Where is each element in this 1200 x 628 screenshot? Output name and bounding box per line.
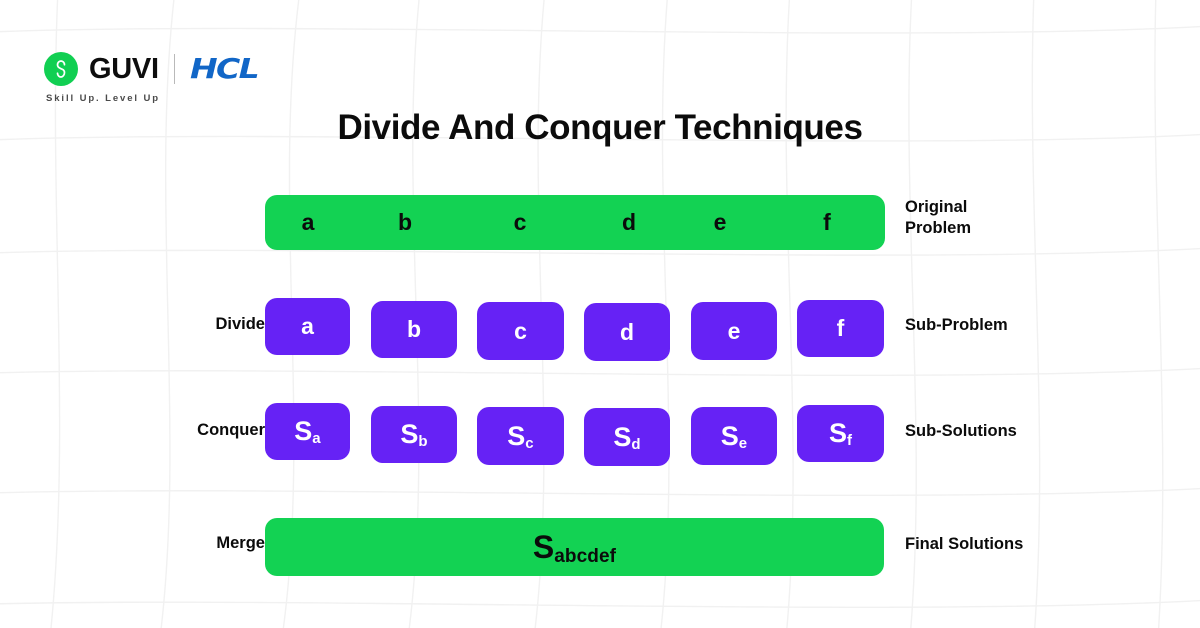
symbol-sf-base: S (828, 418, 847, 448)
hcl-wordmark: HCL (189, 52, 260, 85)
symbol-sc-base: S (507, 420, 526, 451)
symbol-se-sub: e (738, 434, 748, 452)
divide-box-e: e (691, 302, 777, 360)
row-divide: Divide a b c d e f Sub-Problem (0, 298, 1200, 361)
original-item-e: e (713, 209, 727, 235)
symbol-sb-sub: b (418, 433, 428, 450)
symbol-sabcdef-base: S (532, 529, 555, 565)
divide-box-a: a (265, 298, 350, 355)
label-final-solutions: Final Solutions (905, 535, 1024, 553)
symbol-sa-base: S (294, 416, 313, 446)
symbol-sc: S c (507, 420, 534, 452)
label-original-problem-line2: Problem (905, 219, 972, 238)
label-merge: Merge (216, 534, 265, 552)
label-sub-solutions: Sub-Solutions (905, 422, 1017, 440)
symbol-sf-sub: f (846, 432, 853, 449)
symbol-sd: S d (613, 421, 641, 453)
final-solution-bar: S abcdef (265, 518, 884, 576)
original-item-d: d (621, 209, 637, 235)
conquer-box-sb: S b (371, 406, 457, 463)
symbol-sa-sub: a (312, 430, 321, 447)
symbol-sb: S b (400, 419, 428, 450)
brand-divider (173, 54, 175, 84)
divide-box-d: d (584, 303, 670, 361)
conquer-box-sa: S a (265, 403, 350, 460)
symbol-se: S e (720, 420, 748, 452)
original-item-c: c (513, 209, 527, 235)
row-original-problem: a b c d e f Original Problem (0, 195, 1200, 250)
conquer-box-sf: S f (797, 405, 884, 462)
original-item-a: a (301, 209, 315, 235)
conquer-box-se: S e (691, 407, 777, 465)
page-title: Divide And Conquer Techniques (337, 108, 863, 147)
brand-lockup: GUVI HCL Skill Up. Level Up (44, 50, 259, 104)
symbol-sa: S a (294, 416, 321, 447)
conquer-box-sc: S c (477, 407, 564, 465)
label-original-problem-line1: Original (905, 198, 968, 216)
label-divide: Divide (215, 315, 265, 333)
symbol-sd-base: S (613, 421, 632, 452)
divide-box-b: b (371, 301, 457, 358)
original-item-b: b (397, 209, 413, 235)
symbol-sabcdef-sub: abcdef (554, 546, 617, 567)
row-conquer: Conquer S a S b S c S d (0, 403, 1200, 466)
symbol-sabcdef: S abcdef (532, 529, 617, 567)
divide-box-c: c (477, 302, 564, 360)
divide-box-f: f (797, 300, 884, 357)
original-item-f: f (823, 209, 831, 235)
brand-row: GUVI HCL (44, 50, 259, 88)
symbol-sf: S f (828, 418, 853, 449)
label-sub-problem: Sub-Problem (905, 316, 1008, 334)
brand-tagline: Skill Up. Level Up (46, 93, 160, 104)
symbol-sb-base: S (400, 419, 419, 449)
symbol-se-base: S (720, 420, 739, 451)
row-merge: Merge S abcdef Final Solutions (0, 518, 1200, 576)
symbol-sc-sub: c (525, 434, 534, 452)
guvi-g-logo-icon (44, 52, 78, 86)
label-conquer: Conquer (197, 421, 265, 439)
guvi-wordmark: GUVI (89, 52, 159, 85)
original-problem-bar: a b c d e f (265, 195, 885, 250)
label-original-problem: Original Problem (905, 197, 971, 239)
conquer-box-sd: S d (584, 408, 670, 466)
symbol-sd-sub: d (631, 435, 641, 453)
